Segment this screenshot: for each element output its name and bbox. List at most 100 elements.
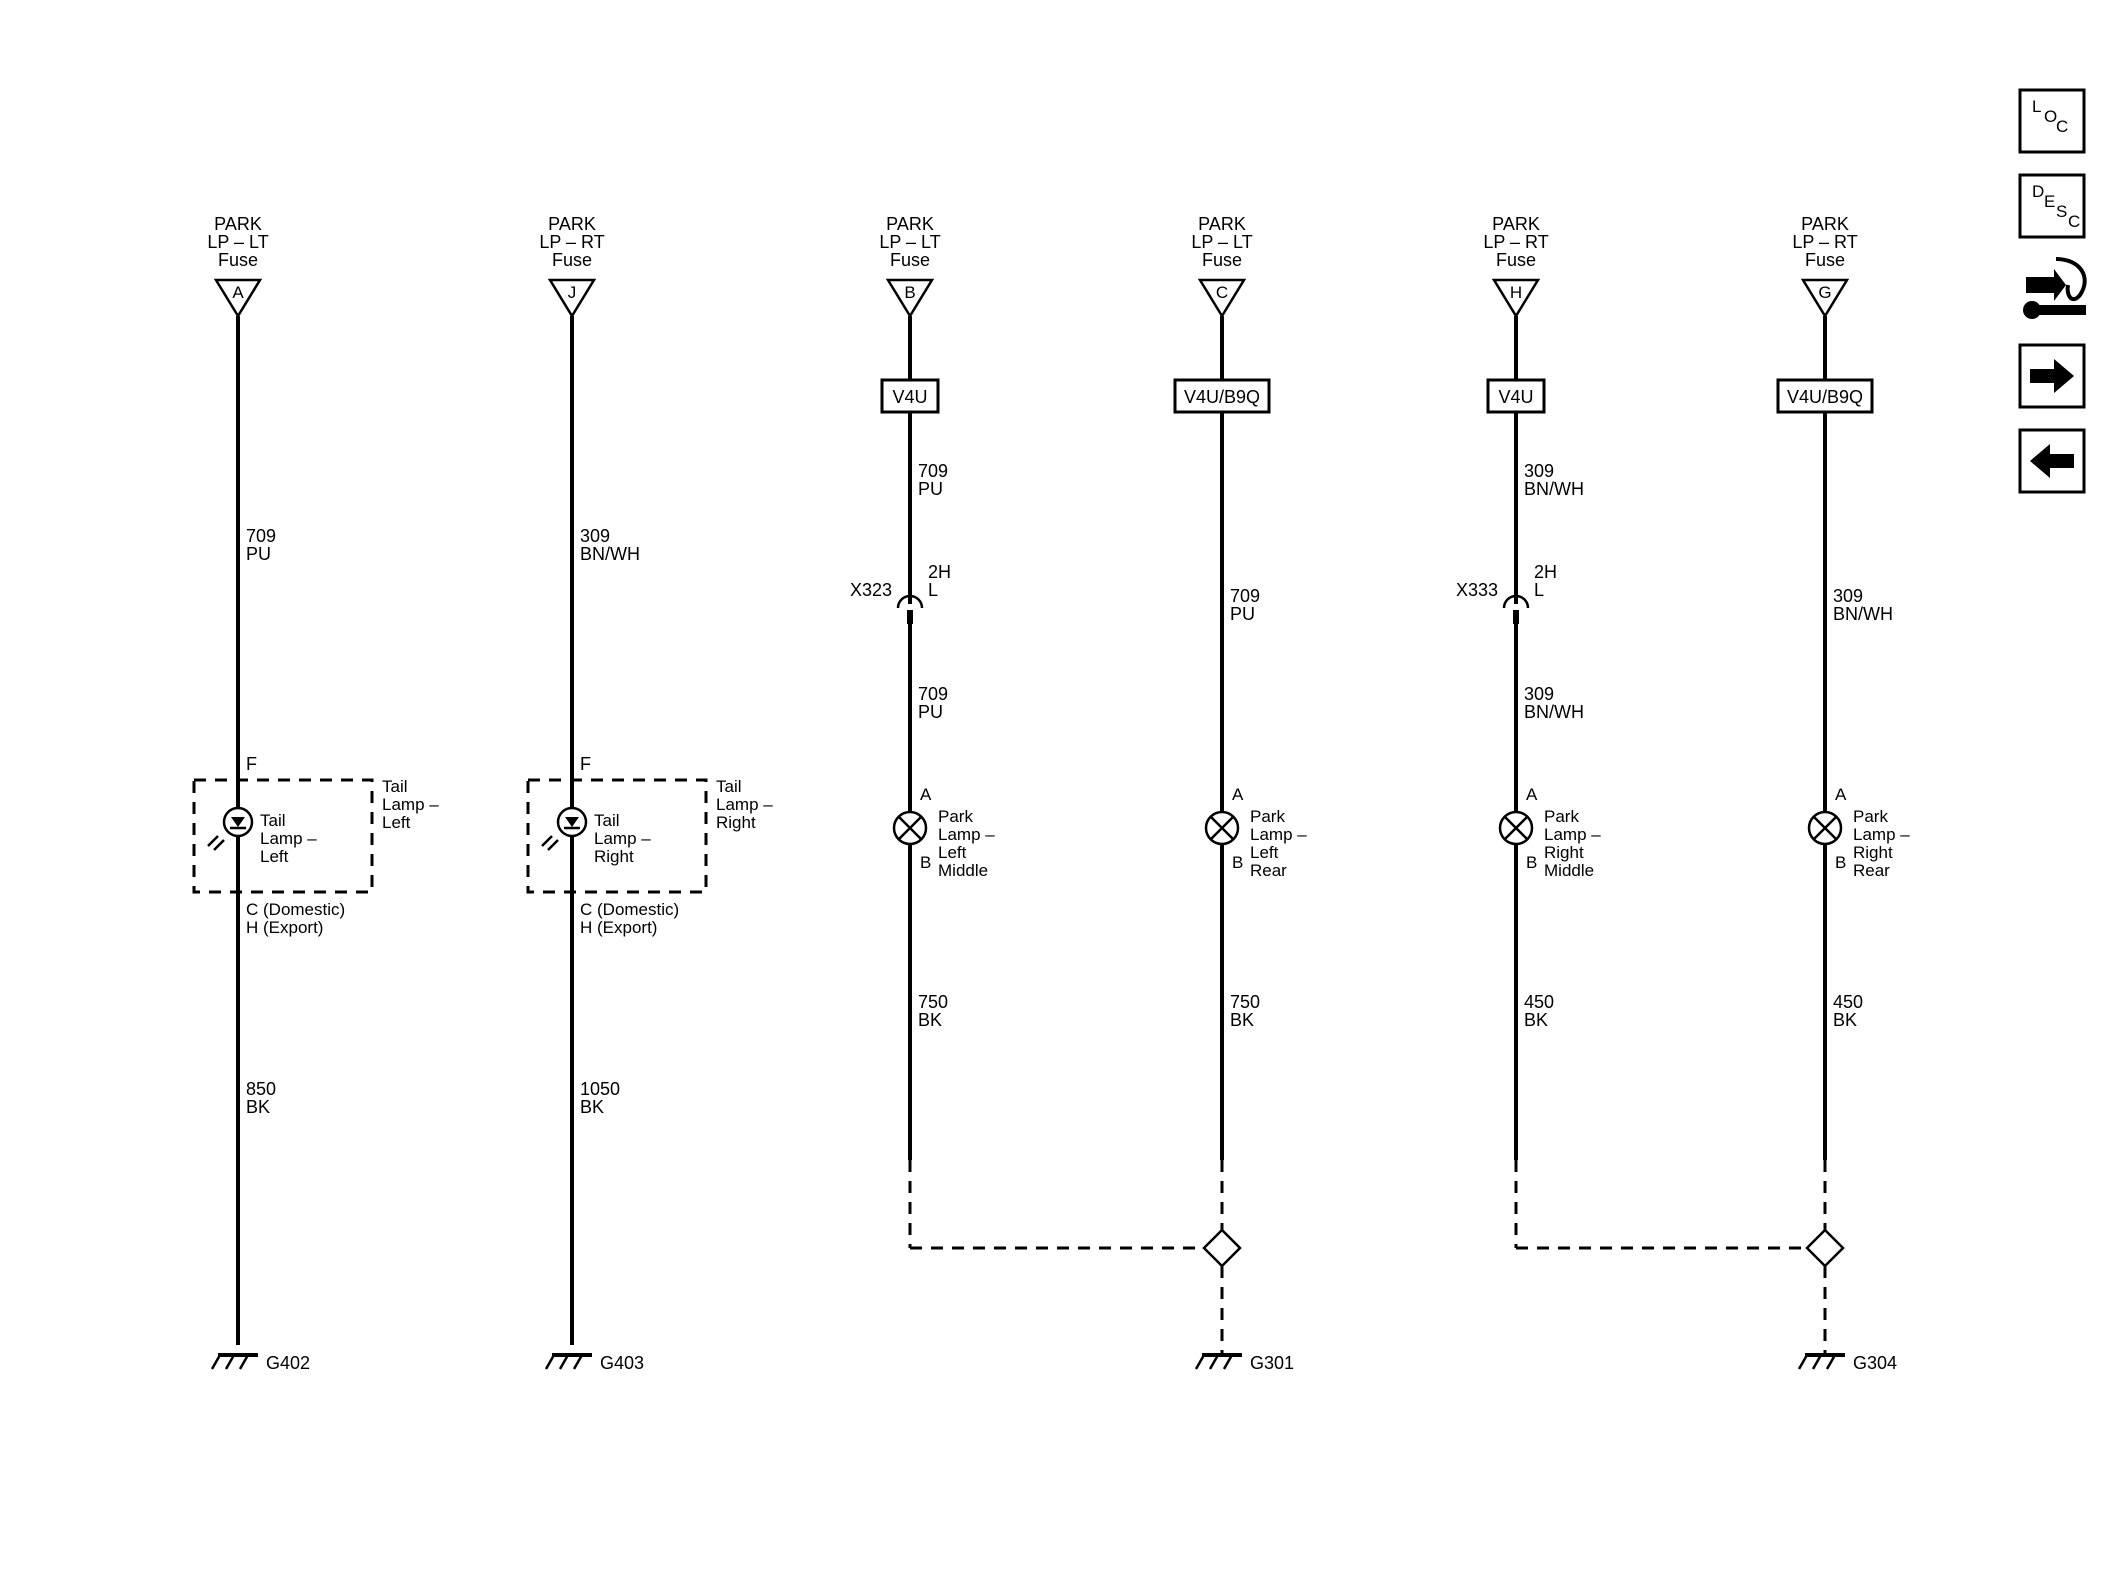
ground-hatch <box>1194 1354 1206 1370</box>
pin-label: C (Domestic) <box>246 900 345 919</box>
wrench-handle <box>2030 305 2086 315</box>
connector-wrench-icon <box>2023 257 2087 319</box>
previous-page-button[interactable] <box>2018 428 2086 494</box>
button-letter: S <box>2056 202 2067 221</box>
fuse-terminal-triangle <box>1800 278 1850 319</box>
lamp-label: Lamp – <box>1853 825 1910 844</box>
terminal-letter: G <box>1818 283 1831 302</box>
terminal-letter: A <box>232 283 244 302</box>
wire-label: 309 <box>580 526 610 546</box>
inline-connector-icon <box>1502 594 1530 609</box>
lamp-label: Lamp – <box>938 825 995 844</box>
bulb-filament <box>1813 816 1837 840</box>
ground-id: G304 <box>1853 1353 1897 1373</box>
option-code: V4U <box>1498 387 1533 407</box>
ground-symbol <box>210 1353 258 1370</box>
button-frame[interactable] <box>2018 88 2086 154</box>
wire-label: PU <box>246 544 271 564</box>
component-label: Tail <box>382 777 408 796</box>
wire-label: 450 <box>1833 992 1863 1012</box>
wire-label: BN/WH <box>580 544 640 564</box>
fuse-label: PARK <box>1492 214 1540 234</box>
connector-pin-label: L <box>928 580 938 600</box>
wire-label: 309 <box>1833 586 1863 606</box>
wrench-head <box>2023 301 2041 319</box>
pin-label: A <box>1526 785 1538 804</box>
fuse-label: PARK <box>214 214 262 234</box>
fuse-label: LP – RT <box>539 232 604 252</box>
pin-label: F <box>246 754 257 774</box>
wire-label: 750 <box>918 992 948 1012</box>
wire-label: 750 <box>1230 992 1260 1012</box>
wire-label: 450 <box>1524 992 1554 1012</box>
ground-id: G402 <box>266 1353 310 1373</box>
connector-id: X323 <box>850 580 892 600</box>
lamp-label: Lamp – <box>594 829 651 848</box>
next-page-button[interactable] <box>2018 343 2086 409</box>
wire-label: BK <box>1230 1010 1254 1030</box>
lamp-label: Left <box>1250 843 1279 862</box>
pin-label: H (Export) <box>580 918 657 937</box>
connector-arrow <box>2026 269 2066 301</box>
wire-label: PU <box>1230 604 1255 624</box>
lamp-label: Lamp – <box>260 829 317 848</box>
fuse-label: LP – LT <box>207 232 268 252</box>
lamp-label: Rear <box>1250 861 1287 880</box>
fuse-label: Fuse <box>1496 250 1536 270</box>
bulb-filament <box>1504 816 1528 840</box>
lamp-label: Park <box>1853 807 1888 826</box>
pin-label: A <box>1835 785 1847 804</box>
button-letter: L <box>2032 97 2041 116</box>
lamp-label: Lamp – <box>1544 825 1601 844</box>
lamp-label: Park <box>1250 807 1285 826</box>
connector-view-button[interactable] <box>2023 257 2087 319</box>
loc-button[interactable]: LOC <box>2018 88 2086 154</box>
wire-label: 1050 <box>580 1079 620 1099</box>
fuse-label: PARK <box>1801 214 1849 234</box>
terminal-letter: H <box>1510 283 1522 302</box>
lamp-label: Middle <box>1544 861 1594 880</box>
wire-label: BK <box>246 1097 270 1117</box>
fuse-label: Fuse <box>218 250 258 270</box>
fuse-terminal-triangle <box>213 278 263 319</box>
ground-id: G403 <box>600 1353 644 1373</box>
ground-symbol <box>544 1353 592 1370</box>
fuse-terminal-triangle <box>885 278 935 319</box>
inline-connector-icon <box>896 594 924 609</box>
option-code: V4U/B9Q <box>1787 387 1863 407</box>
connector-id: X333 <box>1456 580 1498 600</box>
ground-hatch <box>238 1354 250 1370</box>
ground-id: G301 <box>1250 1353 1294 1373</box>
wire-label: BN/WH <box>1524 479 1584 499</box>
tail-lamp-housing <box>192 778 374 894</box>
arrow-left-icon <box>2030 444 2074 478</box>
lamp-label: Lamp – <box>1250 825 1307 844</box>
lamp-label: Right <box>594 847 634 866</box>
component-label: Left <box>382 813 411 832</box>
lamp-label: Tail <box>594 811 620 830</box>
terminal-letter: J <box>568 283 577 302</box>
component-label: Right <box>716 813 756 832</box>
wire-label: 309 <box>1524 461 1554 481</box>
component-label: Lamp – <box>716 795 773 814</box>
fuse-terminal-triangle <box>547 278 597 319</box>
fuse-label: LP – RT <box>1483 232 1548 252</box>
option-code: V4U <box>892 387 927 407</box>
bulb-filament <box>898 816 922 840</box>
fuse-label: LP – LT <box>1191 232 1252 252</box>
fuse-label: LP – LT <box>879 232 940 252</box>
lamp-label: Right <box>1544 843 1584 862</box>
option-code-box <box>880 378 940 414</box>
lamp-label: Tail <box>260 811 286 830</box>
ground-hatch <box>1811 1354 1823 1370</box>
wire-label: 709 <box>246 526 276 546</box>
button-frame[interactable] <box>2018 173 2086 239</box>
lamp-label: Right <box>1853 843 1893 862</box>
ground-hatch <box>1825 1354 1837 1370</box>
component-label: Lamp – <box>382 795 439 814</box>
